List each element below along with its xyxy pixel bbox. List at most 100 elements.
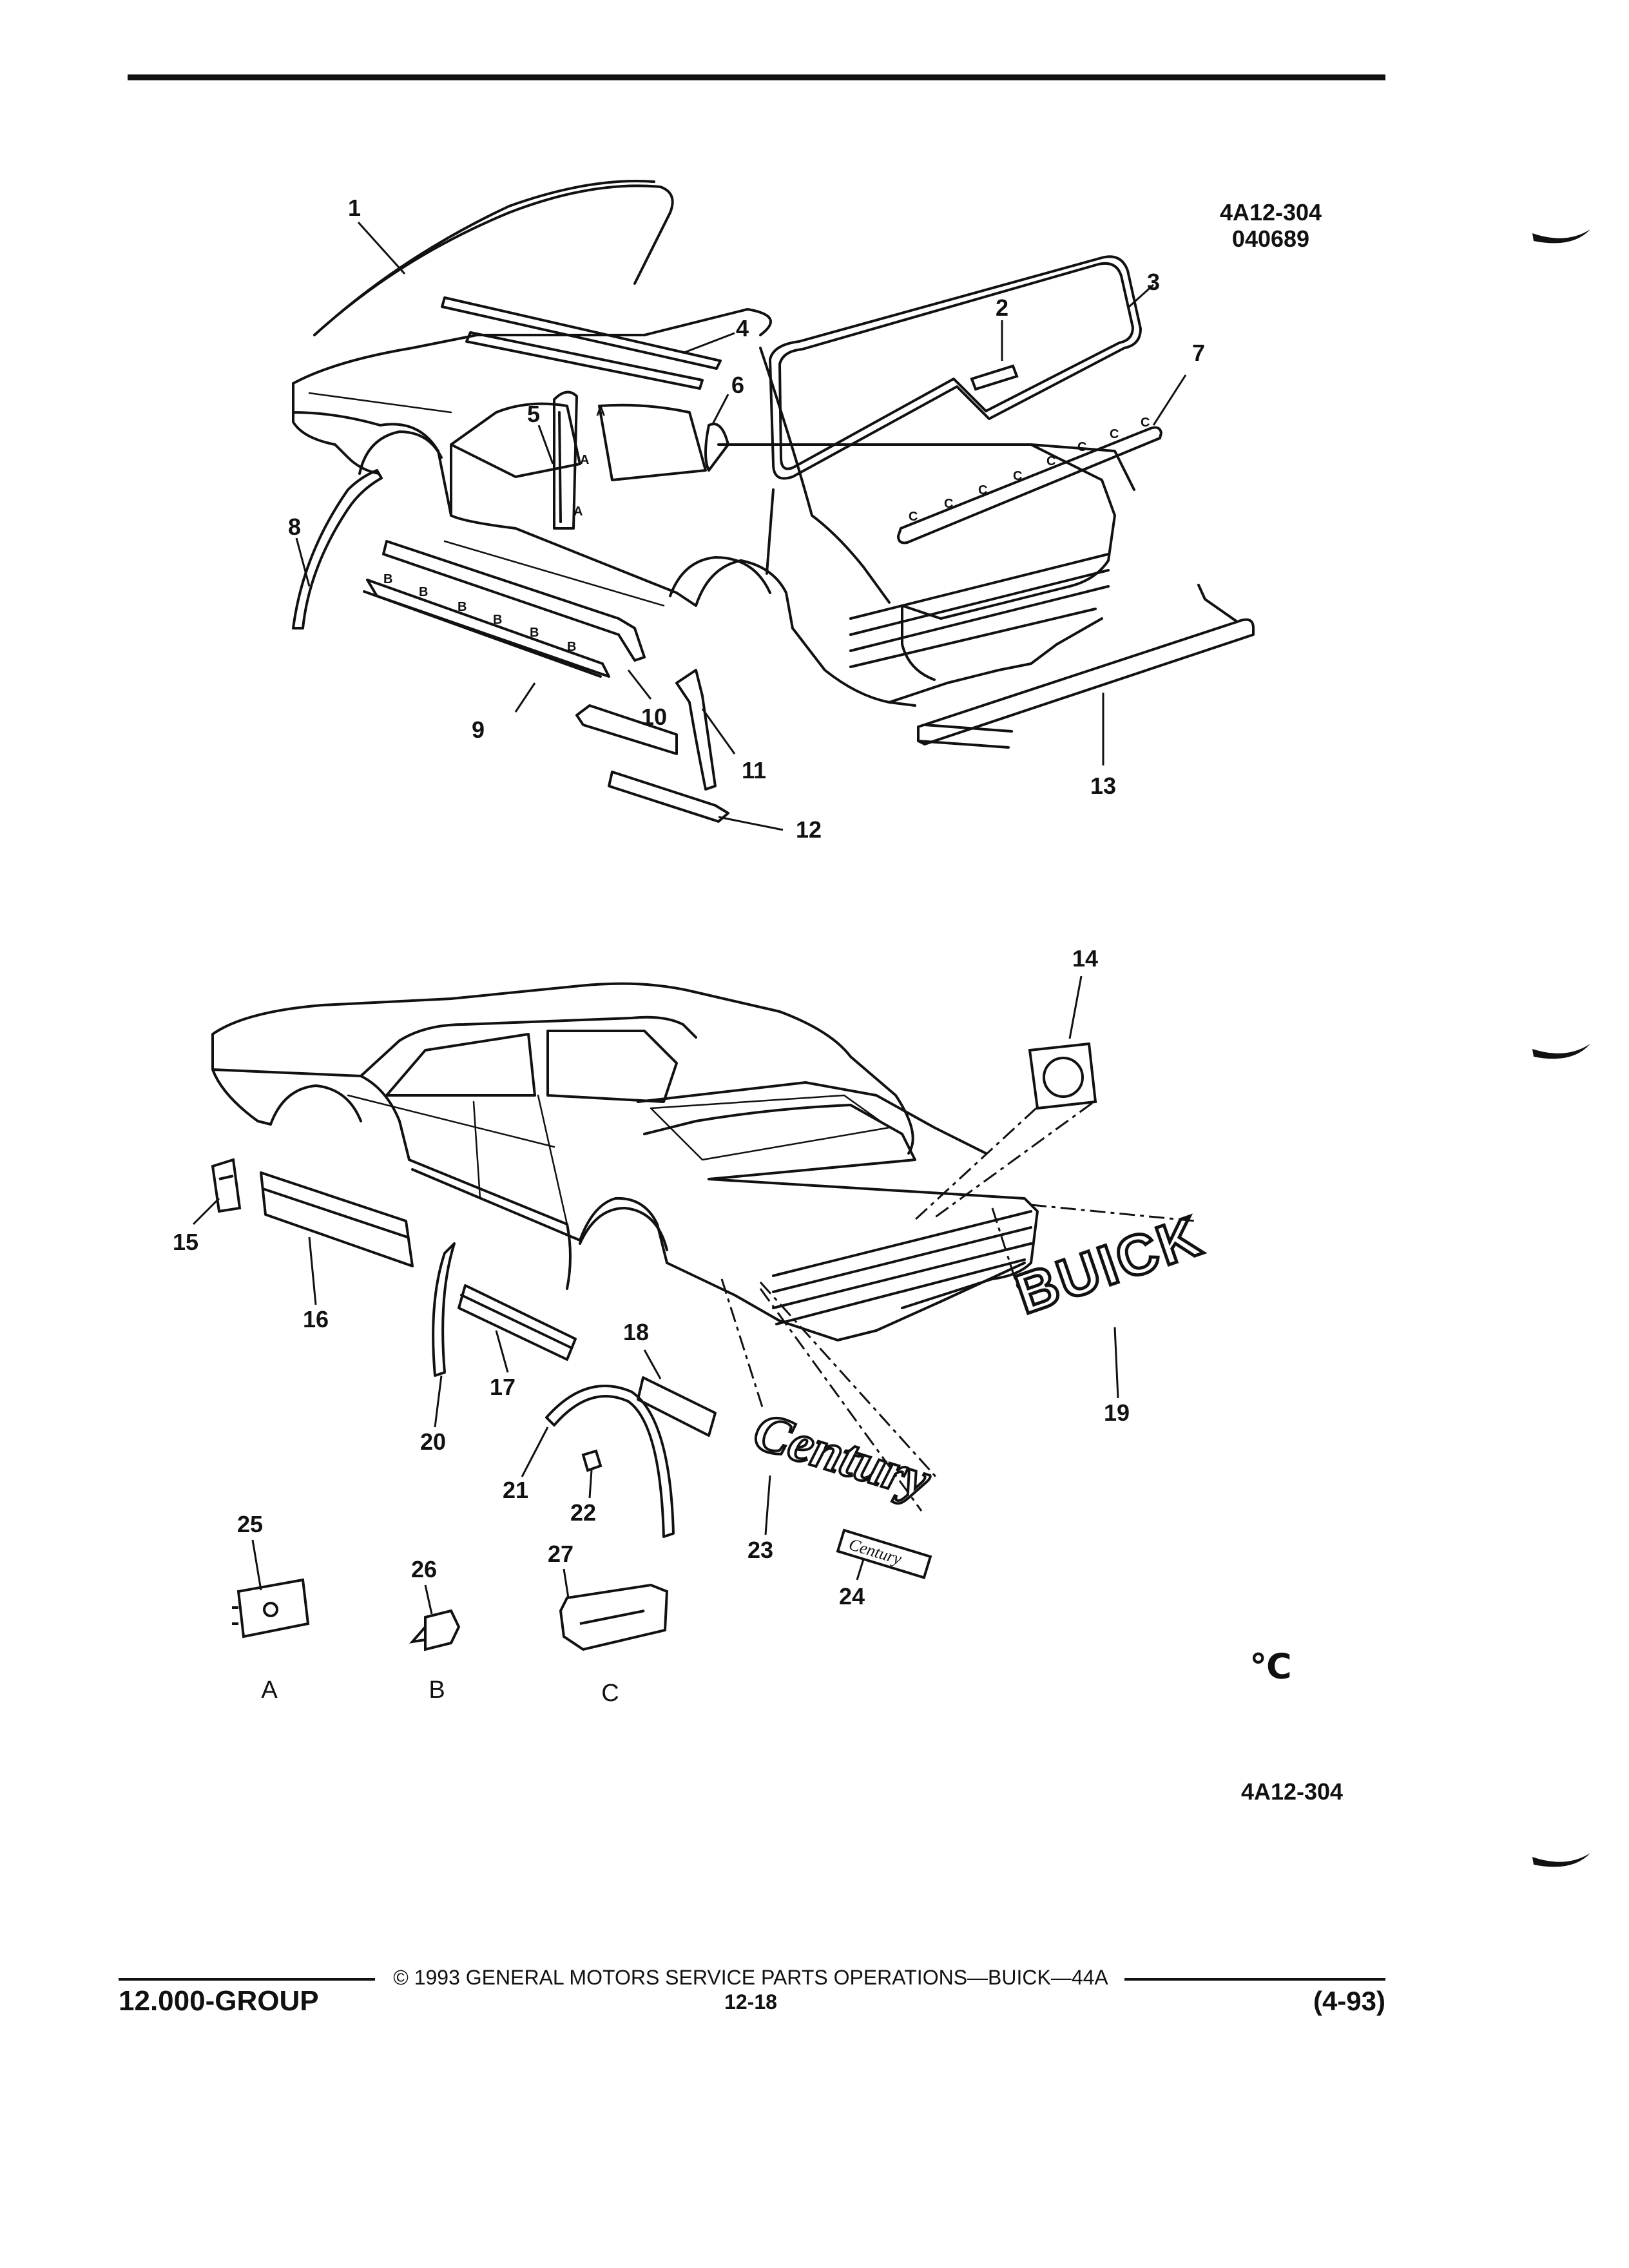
mark-c-1: C <box>909 510 918 524</box>
mark-b-4: B <box>493 613 502 627</box>
part-9-rocker-lower <box>363 579 610 678</box>
callout-6: 6 <box>731 372 744 398</box>
leader-23 <box>764 1475 771 1535</box>
part-16-front-door-molding <box>260 1171 414 1267</box>
publisher-mark: ℃ <box>1249 1646 1291 1687</box>
mark-c-8: C <box>1141 416 1150 430</box>
mark-a-3: A <box>574 505 583 519</box>
part-5-pillar <box>553 390 578 530</box>
part-19-buick-emblem: BUICK <box>1006 1202 1212 1328</box>
mark-a-1: A <box>596 405 605 419</box>
mark-c-6: C <box>1077 440 1086 454</box>
mark-b-6: B <box>567 640 576 654</box>
callout-23: 23 <box>747 1537 773 1563</box>
margin-mark-3 <box>1532 1853 1590 1867</box>
part-15-bezel <box>211 1158 242 1213</box>
century-emblem-text: Century <box>747 1401 938 1511</box>
part-8-wheel-molding <box>292 469 383 629</box>
footer-revision: (4-93) <box>1313 1986 1385 2016</box>
callout-1: 1 <box>348 195 361 221</box>
footer-copyright: © 1993 GENERAL MOTORS SERVICE PARTS OPER… <box>393 1966 1108 1989</box>
mark-c-4: C <box>1013 469 1022 483</box>
coupe-front-arch <box>358 430 443 475</box>
mark-b-2: B <box>419 585 428 599</box>
leader-19 <box>1113 1327 1119 1399</box>
mark-b-3: B <box>458 600 467 614</box>
buick-projection <box>991 1204 1196 1289</box>
part-3-back-window <box>769 255 1142 480</box>
fastener-letter-a: A <box>261 1677 278 1704</box>
callout-25: 25 <box>237 1511 263 1537</box>
mark-a-2: A <box>580 453 589 467</box>
part-18-quarter-molding <box>637 1376 717 1437</box>
sedan-windshield <box>650 1094 891 1161</box>
leader-9 <box>514 682 536 713</box>
callout-16: 16 <box>303 1306 329 1332</box>
part-2-emblem <box>970 364 1019 391</box>
coupe-side-stripe <box>308 392 665 607</box>
leader-6 <box>711 394 729 426</box>
coupe-taillights <box>849 553 1110 668</box>
fastener-letter-c: C <box>601 1680 619 1707</box>
leader-4 <box>684 332 735 354</box>
mark-c-5: C <box>1046 454 1055 468</box>
century-projection <box>720 1278 939 1512</box>
callout-26: 26 <box>411 1556 437 1582</box>
buick-emblem-text: BUICK <box>1008 1203 1211 1326</box>
leader-22 <box>588 1470 593 1499</box>
leader-3 <box>1126 284 1155 309</box>
callout-15: 15 <box>173 1229 198 1255</box>
bottom-ref-id: 4A12-304 <box>1241 1778 1343 1805</box>
footer: © 1993 GENERAL MOTORS SERVICE PARTS OPER… <box>119 1966 1385 2017</box>
part-10-rocker-upper <box>382 540 646 662</box>
callout-24: 24 <box>839 1583 865 1610</box>
part-11-flare <box>675 669 717 791</box>
callout-8: 8 <box>288 514 301 540</box>
part-12-extension <box>608 771 729 823</box>
part-14-emblem-holder <box>1028 1042 1097 1110</box>
small-emblem-plate <box>836 1528 932 1579</box>
callout-12: 12 <box>796 816 822 843</box>
leader-1 <box>357 221 406 275</box>
leader-12 <box>718 816 784 831</box>
leader-25 <box>251 1539 262 1591</box>
callout-11: 11 <box>742 757 766 783</box>
part-13-bumper-molding <box>917 584 1255 749</box>
part-6-reveal <box>704 423 729 472</box>
part-1-roof-molding <box>313 180 674 336</box>
coupe-windows <box>450 402 775 575</box>
footer-page: 12-18 <box>724 1990 777 2013</box>
part-24-small-emblem: Century <box>836 1528 932 1579</box>
margin-mark-1 <box>1532 229 1590 244</box>
sedan-body <box>211 982 1026 1341</box>
callout-4: 4 <box>736 315 749 341</box>
sedan-front-arch <box>269 1084 362 1126</box>
mark-c-7: C <box>1110 427 1119 441</box>
callout-7: 7 <box>1192 340 1205 366</box>
upper-diagram: A A A C C C C C C C C B B B B B B <box>288 180 1255 843</box>
leader-16 <box>308 1236 317 1305</box>
callout-3: 3 <box>1147 269 1160 295</box>
leader-20 <box>434 1375 443 1428</box>
leader-24 <box>856 1559 865 1581</box>
leader-10 <box>627 669 652 700</box>
part-14-emblem-face <box>1043 1057 1084 1098</box>
top-ref-id: 4A12-304 <box>1220 199 1322 226</box>
callout-14: 14 <box>1072 945 1098 972</box>
sedan-trunk <box>708 1178 1039 1325</box>
lower-diagram: BUICK Century Century 14 15 16 17 18 19 … <box>173 945 1212 1707</box>
leader-27 <box>563 1568 570 1599</box>
leader-15 <box>192 1197 220 1225</box>
fastener-letter-b: B <box>429 1677 445 1704</box>
callout-22: 22 <box>570 1499 596 1526</box>
part-11-bracket <box>575 704 678 755</box>
part-23-century-emblem: Century <box>746 1399 939 1512</box>
part-27-clip-c <box>559 1583 669 1651</box>
part-22-clip <box>581 1449 602 1472</box>
part-25-clip-a-hole <box>263 1602 278 1617</box>
leader-26 <box>424 1584 433 1615</box>
callout-10: 10 <box>641 704 667 730</box>
leader-7 <box>1152 374 1187 426</box>
part-4-rail-moldings <box>441 296 722 390</box>
